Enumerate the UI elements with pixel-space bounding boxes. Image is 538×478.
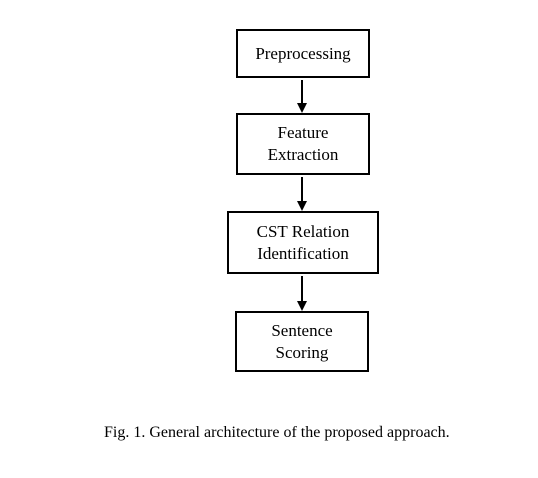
feature-extraction-label-line-2: Extraction [267,145,339,164]
preprocessing-box: Preprocessing [236,29,370,78]
cst-relation-identification-box: CST Relation Identification [227,211,379,274]
sentence-scoring-box: Sentence Scoring [235,311,369,372]
figure-caption: Fig. 1. General architecture of the prop… [104,424,450,441]
cst-relation-label-line-1: CST Relation [256,221,350,241]
feature-extraction-box: Feature Extraction [236,113,370,175]
feature-extraction-label-line-1: Feature [277,123,329,142]
preprocessing-label: Preprocessing [255,43,351,63]
cst-relation-label-line-2: Identification [257,243,349,263]
sentence-scoring-label-line-2: Scoring [275,342,329,362]
sentence-scoring-label-line-1: Sentence [271,320,333,340]
